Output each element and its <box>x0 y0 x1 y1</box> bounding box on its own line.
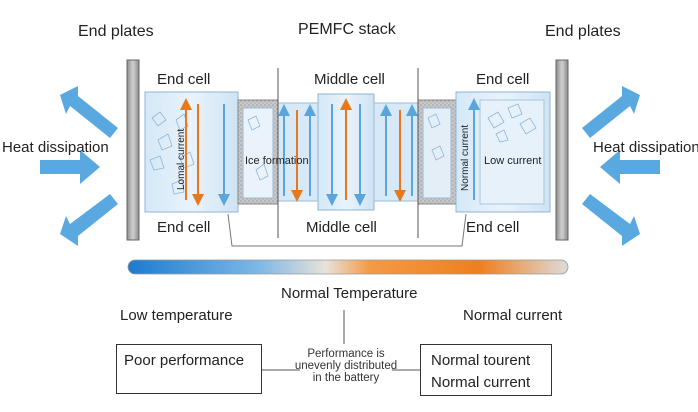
current-arrows <box>180 98 480 206</box>
low-current-label: Low current <box>484 155 542 167</box>
low-temperature-label: Low temperature <box>120 307 233 324</box>
right-box-line-1: Normal tourent <box>431 352 531 369</box>
low-current-region <box>479 99 545 205</box>
heat-arrows-right <box>582 86 660 246</box>
top-end-cell-right: End cell <box>476 71 530 88</box>
stack-body <box>144 91 551 213</box>
center-note-line-1: Performance is <box>307 348 385 360</box>
bracket <box>227 213 467 247</box>
normal-current-vertical-label: Normal current <box>460 124 471 191</box>
heat-arrow-left-up <box>60 86 118 138</box>
center-note-line-3: in the battery <box>312 372 380 384</box>
poor-performance-text: Poor performance <box>124 352 245 369</box>
ice-region <box>242 107 274 199</box>
end-plates-right-label: End plates <box>545 23 621 40</box>
right-box-line-2: Normal current <box>431 374 531 391</box>
end-plate-left <box>126 59 140 241</box>
ice-formation-label: Ice formation <box>245 155 309 167</box>
lomal-current-label: Lomal current <box>176 128 187 190</box>
center-note: Performance is unevenly distributed in t… <box>292 348 400 384</box>
spacer-right-inner <box>422 107 452 199</box>
end-plates-left-label: End plates <box>78 23 154 40</box>
bottom-end-cell-right: End cell <box>466 219 520 236</box>
heat-arrow-left-down <box>60 194 118 246</box>
heat-arrows-left <box>40 86 118 246</box>
divider-lines <box>277 68 419 238</box>
stack-title: PEMFC stack <box>298 21 396 38</box>
heat-dissipation-right: Heat dissipation <box>593 139 698 156</box>
bottom-middle-cell: Middle cell <box>306 219 377 236</box>
end-cell-left <box>144 91 239 213</box>
normal-current-box: Normal tourent Normal current <box>420 344 552 396</box>
heat-arrow-left-middle <box>40 150 100 184</box>
heat-arrow-right-up <box>582 86 640 138</box>
heat-arrow-right-middle <box>600 150 660 184</box>
poor-performance-box: Poor performance <box>116 344 262 394</box>
top-end-cell-left: End cell <box>157 71 211 88</box>
bottom-end-cell-left: End cell <box>157 219 211 236</box>
top-middle-cell: Middle cell <box>314 71 385 88</box>
heat-arrow-right-down <box>582 194 640 246</box>
normal-temperature-label: Normal Temperature <box>281 285 418 302</box>
normal-current-top-label: Normal current <box>463 307 563 324</box>
heat-dissipation-left: Heat dissipation <box>2 139 109 156</box>
end-plate-right <box>555 59 569 241</box>
connector-lines <box>262 310 420 371</box>
center-note-line-2: unevenly distributed <box>294 360 398 372</box>
temperature-bar <box>127 259 569 275</box>
